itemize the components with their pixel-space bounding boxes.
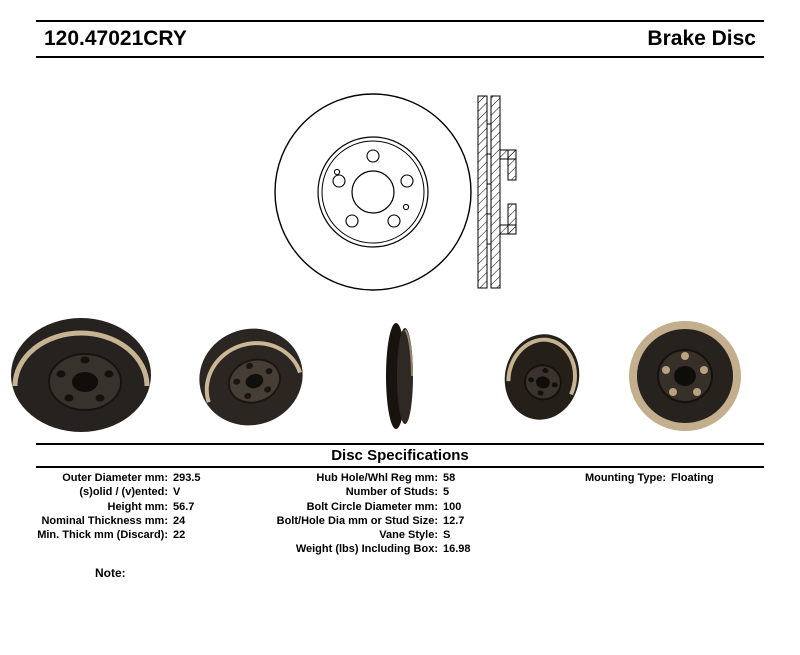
front-view: [274, 93, 472, 291]
spec-label: Height mm:: [107, 500, 169, 513]
note-label: Note:: [95, 566, 126, 580]
header-top-rule: [36, 20, 764, 22]
spec-row: Bolt Circle Diameter mm: 100: [260, 500, 550, 514]
spec-row: Vane Style: S: [260, 528, 550, 542]
spec-label: Nominal Thickness mm:: [41, 514, 168, 527]
spec-label: Bolt/Hole Dia mm or Stud Size:: [276, 514, 438, 527]
product-photo-2: [199, 328, 303, 426]
spec-row: (s)olid / (v)ented: V: [0, 485, 250, 499]
product-photo-3: [386, 323, 413, 429]
spec-value: 5: [443, 486, 450, 499]
spec-column-middle: Hub Hole/Whl Reg mm: 58 Number of Studs:…: [260, 471, 550, 557]
spec-row: Hub Hole/Whl Reg mm: 58: [260, 471, 550, 485]
spec-value: 56.7: [173, 500, 195, 513]
spec-value: Floating: [671, 472, 714, 484]
spec-row: Number of Studs: 5: [260, 485, 550, 499]
spec-column-left: Outer Diameter mm: 293.5 (s)olid / (v)en…: [0, 471, 250, 542]
product-photo-1: [11, 318, 151, 432]
spec-row: Height mm: 56.7: [0, 500, 250, 514]
technical-drawing: [274, 93, 517, 291]
spec-value: 16.98: [443, 543, 471, 556]
spec-label: Mounting Type:: [584, 472, 666, 484]
spec-label: Min. Thick mm (Discard):: [37, 529, 168, 542]
product-photo-5: [629, 321, 741, 431]
spec-value: 100: [443, 500, 462, 513]
spec-row: Nominal Thickness mm: 24: [0, 514, 250, 528]
spec-label: Outer Diameter mm:: [62, 472, 168, 484]
part-number: 120.47021CRY: [44, 27, 187, 50]
side-view: [477, 95, 517, 289]
spec-value: 12.7: [443, 514, 465, 527]
spec-value: 24: [173, 514, 186, 527]
spec-row: Mounting Type: Floating: [556, 471, 786, 485]
spec-label: Vane Style:: [379, 529, 438, 542]
product-name: Brake Disc: [647, 27, 756, 50]
spec-value: S: [443, 529, 451, 542]
spec-label: Weight (lbs) Including Box:: [295, 543, 438, 556]
spec-value: 22: [173, 529, 186, 542]
spec-label: Number of Studs:: [345, 486, 438, 499]
spec-row: Weight (lbs) Including Box: 16.98: [260, 542, 550, 556]
spec-column-right: Mounting Type: Floating: [556, 471, 786, 485]
spec-value: 58: [443, 472, 456, 484]
spec-row: Min. Thick mm (Discard): 22: [0, 528, 250, 542]
header-bottom-rule: [36, 56, 764, 58]
spec-row: Bolt/Hole Dia mm or Stud Size: 12.7: [260, 514, 550, 528]
spec-row: Outer Diameter mm: 293.5: [0, 471, 250, 485]
spec-value: V: [173, 486, 181, 499]
product-photos: [0, 310, 800, 440]
spec-label: (s)olid / (v)ented:: [79, 486, 168, 499]
spec-title: Disc Specifications: [331, 447, 469, 464]
spec-label: Hub Hole/Whl Reg mm:: [316, 472, 438, 484]
spec-title-box: Disc Specifications: [36, 443, 764, 468]
spec-value: 293.5: [173, 472, 201, 484]
spec-label: Bolt Circle Diameter mm:: [306, 500, 438, 513]
product-photo-4: [504, 334, 580, 420]
